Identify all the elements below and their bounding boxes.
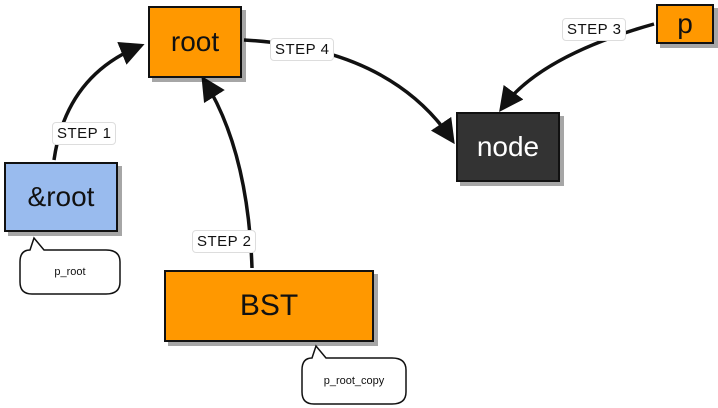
p-root-bubble bbox=[19, 236, 121, 295]
p-root-label: p_root bbox=[54, 266, 86, 278]
amp-root-box: &root bbox=[4, 162, 118, 232]
bst-box: BST bbox=[164, 270, 374, 342]
p-box: p bbox=[656, 4, 714, 44]
step-1-label: STEP 1 bbox=[52, 122, 117, 145]
root-box: root bbox=[148, 6, 242, 78]
node-box: node bbox=[456, 112, 560, 182]
step-2-label: STEP 2 bbox=[192, 230, 257, 253]
step-3-label: STEP 3 bbox=[562, 18, 627, 41]
step-3-arrow bbox=[499, 22, 655, 112]
p-root-copy-label: p_root_copy bbox=[323, 375, 385, 387]
p-root-copy-bubble bbox=[301, 344, 407, 405]
step-4-label: STEP 4 bbox=[270, 38, 335, 61]
